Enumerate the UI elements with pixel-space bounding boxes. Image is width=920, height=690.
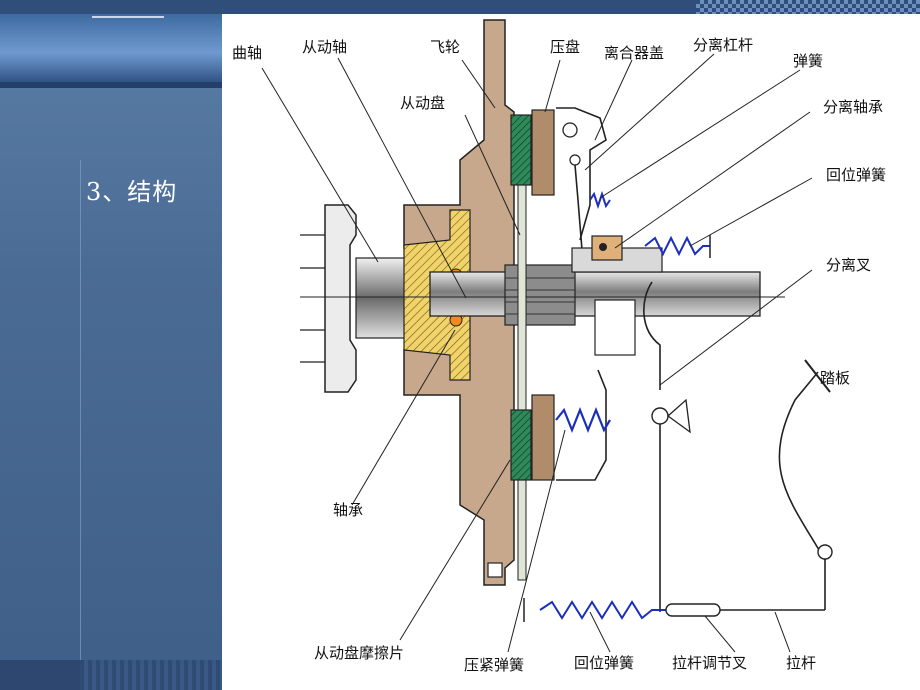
label-driven-plate: 从动盘 — [400, 94, 445, 112]
fork-block — [594, 299, 636, 356]
leader-lines — [261, 53, 813, 653]
label-compression-spring: 压紧弹簧 — [464, 656, 524, 674]
lever-spring — [589, 190, 611, 210]
pedal-plate — [804, 359, 831, 393]
header-band — [0, 14, 222, 84]
fork-support — [666, 398, 691, 434]
divider-line — [80, 160, 81, 660]
label-driven-shaft: 从动轴 — [302, 38, 347, 56]
label-clutch-cover: 离合器盖 — [604, 44, 664, 62]
label-pedal: 踏板 — [820, 369, 850, 387]
pedal-arm — [778, 371, 826, 610]
clutch-diagram-svg: 曲轴 从动轴 飞轮 压盘 离合器盖 分离杠杆 弹簧 从动盘 分离轴承 回位弹簧 … — [232, 19, 886, 674]
label-flywheel: 飞轮 — [430, 38, 460, 56]
header-stripe — [0, 82, 222, 88]
rod-adjust-fork — [665, 603, 721, 617]
spline-hub — [504, 264, 576, 326]
fork-pivot — [651, 407, 669, 425]
bottom-bar-left — [0, 660, 80, 690]
label-return-spring-top: 回位弹簧 — [826, 166, 886, 184]
label-friction-lining: 从动盘摩擦片 — [314, 644, 404, 662]
label-rod-adjust-fork: 拉杆调节叉 — [672, 654, 747, 672]
release-lever — [574, 164, 583, 251]
crankshaft-flange — [300, 204, 357, 393]
label-release-lever: 分离杠杆 — [693, 36, 753, 54]
pressure-plate-top — [531, 109, 555, 196]
bottom-bar — [80, 660, 222, 690]
return-spring-top — [644, 235, 710, 257]
clutch-diagram: 曲轴 从动轴 飞轮 压盘 离合器盖 分离杠杆 弹簧 从动盘 分离轴承 回位弹簧 … — [222, 14, 920, 690]
label-release-fork: 分离叉 — [826, 256, 871, 274]
return-spring-bottom — [539, 600, 668, 620]
release-fork — [643, 281, 661, 390]
label-crankshaft: 曲轴 — [232, 44, 262, 62]
top-bar — [0, 0, 920, 14]
label-release-bearing: 分离轴承 — [823, 98, 883, 116]
pedal-pivot — [817, 544, 833, 560]
crankshaft-body — [355, 257, 407, 339]
compression-spring — [555, 407, 611, 433]
friction-lining-bottom — [510, 409, 532, 481]
label-spring: 弹簧 — [793, 52, 823, 70]
clutch-cover-bottom — [556, 369, 607, 481]
left-panel — [0, 0, 222, 690]
header-line — [92, 16, 164, 18]
label-return-spring-bottom: 回位弹簧 — [574, 654, 634, 672]
section-title: 3、结构 — [86, 178, 178, 206]
friction-lining-top — [510, 114, 532, 186]
checker-pattern — [696, 0, 920, 14]
release-bearing-ball — [599, 243, 607, 251]
clutch-cover-top — [556, 107, 607, 241]
driven-disc — [517, 139, 527, 581]
lever-pivot — [562, 122, 578, 138]
label-bearing: 轴承 — [333, 501, 363, 519]
label-pressure-plate: 压盘 — [550, 38, 580, 56]
pressure-plate-bottom — [531, 394, 555, 481]
release-bearing — [591, 235, 623, 261]
flywheel-slot — [487, 562, 503, 578]
lever-pin — [569, 154, 581, 166]
label-pull-rod: 拉杆 — [786, 654, 816, 672]
